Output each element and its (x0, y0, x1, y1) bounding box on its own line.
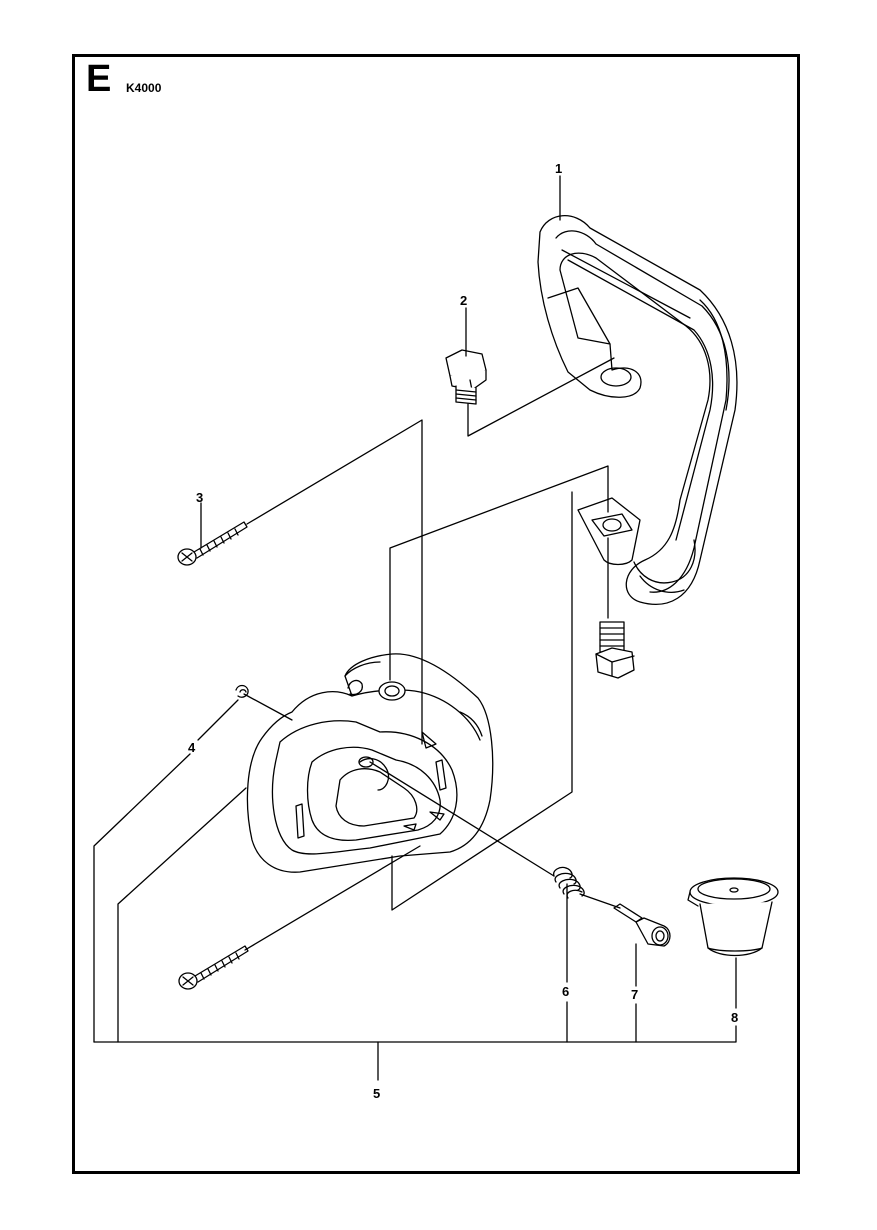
retaining-clip (235, 684, 249, 698)
front-handle (537, 215, 738, 606)
long-screw-upper (177, 521, 248, 566)
pin (613, 903, 671, 947)
callout-5: 5 (373, 1086, 380, 1101)
diagram-frame (72, 54, 800, 1174)
callout-6: 6 (562, 984, 569, 999)
hex-bolt-lower (595, 621, 635, 679)
section-letter: E (86, 58, 112, 100)
callout-7: 7 (631, 987, 638, 1002)
assembly-lines (243, 357, 621, 951)
hex-bolt (445, 349, 487, 405)
callout-leaders (93, 175, 737, 1081)
callout-4: 4 (188, 740, 196, 755)
handle-housing (246, 653, 494, 873)
callout-3: 3 (196, 490, 203, 505)
callout-1: 1 (555, 161, 562, 176)
long-screw-lower (178, 945, 249, 990)
callout-8: 8 (731, 1010, 738, 1025)
model-label: K4000 (126, 81, 162, 95)
cap (687, 877, 779, 957)
spring (553, 866, 585, 899)
callout-2: 2 (460, 293, 467, 308)
